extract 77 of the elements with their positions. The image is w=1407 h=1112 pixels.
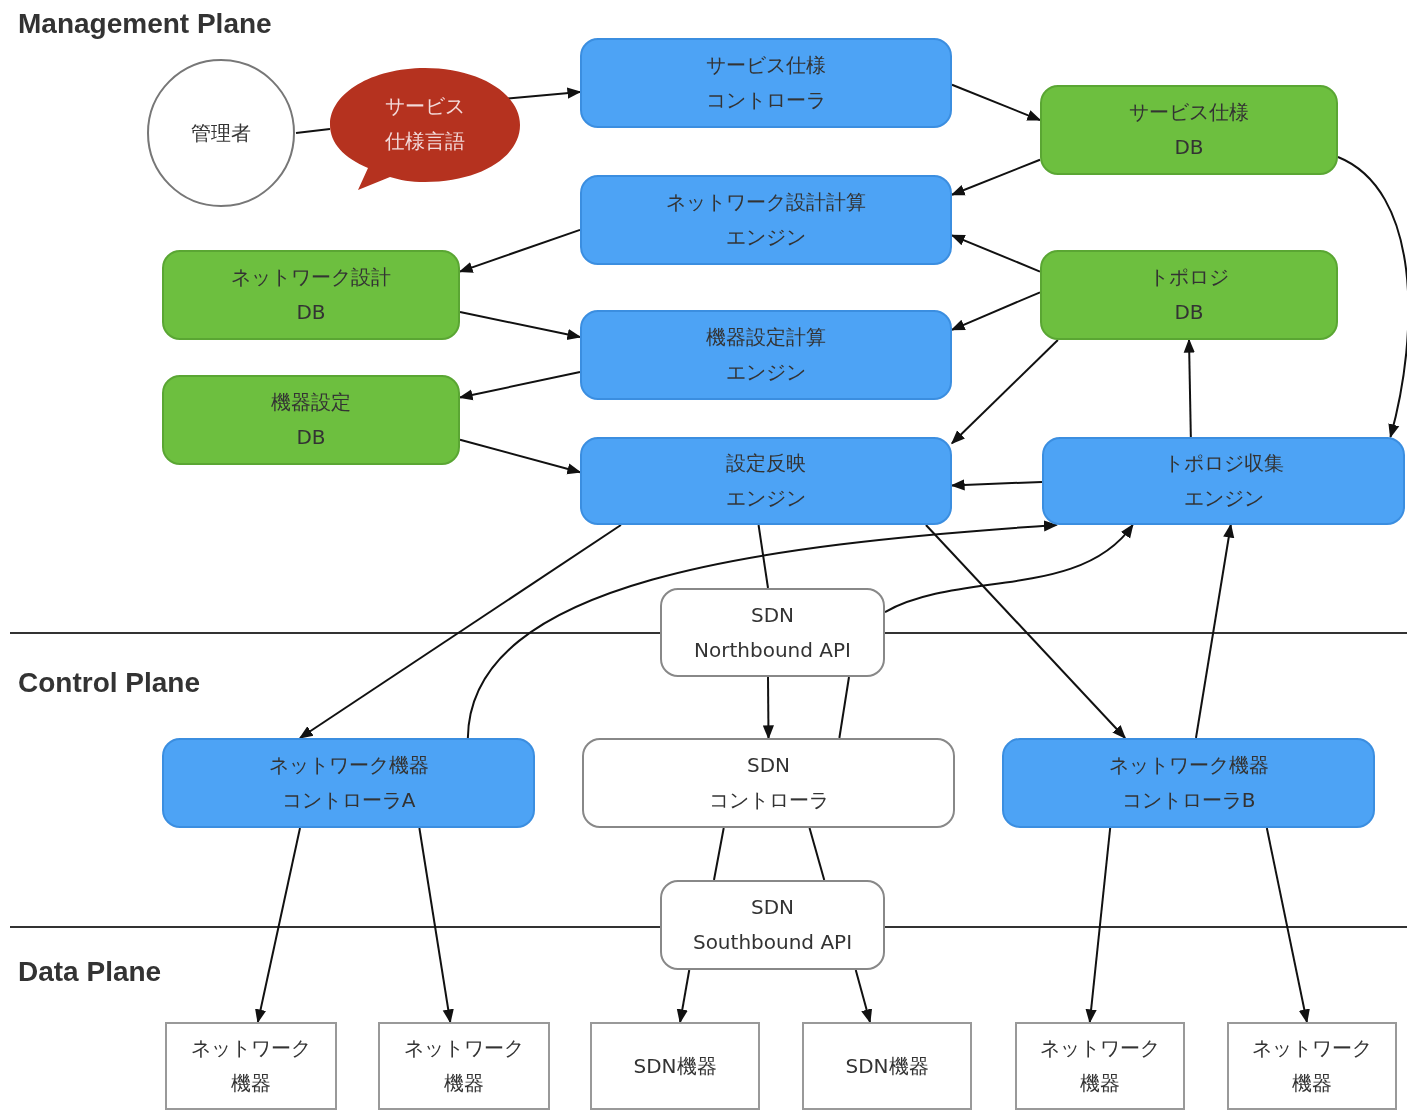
node-label: 機器設定計算エンジン [705,324,827,386]
node-label: ネットワーク機器 [190,1035,312,1097]
node-label: ネットワーク設計 DB [230,264,392,326]
device-box [378,1022,550,1110]
node-label: 管理者 [190,119,252,147]
node-label: サービス仕様 DB [1128,99,1250,161]
arrow [884,523,1134,614]
arrow [459,438,582,475]
arrow [459,311,582,340]
node-label: サービス仕様言語 [384,93,466,155]
node-label: SDN Northbound API [693,601,852,664]
arrow [255,827,301,1024]
process-box [580,310,952,400]
node-label: ネットワーク設計計算エンジン [665,189,867,251]
node-label: 設定反映エンジン [725,450,807,512]
database-box [1040,250,1338,340]
arrow [506,87,582,100]
node-label: SDN Southbound API [691,894,854,956]
node-label: ネットワーク機器コントローラA [267,752,430,814]
device-box [1015,1022,1185,1110]
connector-line [838,676,850,739]
process-box [580,38,952,128]
device-box [1227,1022,1397,1110]
process-box [580,437,952,525]
database-box [1040,85,1338,175]
process-box [162,738,535,828]
plane-label: Data Plane [18,956,162,988]
arrow [950,479,1043,491]
connector-line [713,827,725,881]
arrow [951,83,1042,122]
node-label: ネットワーク機器 [1039,1035,1161,1097]
node-label: SDN機器 [844,1052,930,1080]
arrow [924,524,1127,739]
database-box [162,375,460,465]
node-label: サービス仕様コントローラ [705,52,827,114]
arrow [466,520,1058,739]
device-box [165,1022,337,1110]
api-box [660,588,885,677]
arrow [1183,338,1195,438]
connector-line [295,128,331,134]
arrow [418,827,454,1024]
node-label: トポロジ収集エンジン [1162,450,1285,512]
node-label: ネットワーク機器 [1251,1035,1373,1097]
speech-bubble [330,68,520,190]
arrow [854,969,873,1024]
connector-line [808,827,826,881]
arrow [458,371,581,401]
process-box [1002,738,1375,828]
connector-line [757,524,769,589]
api-box [582,738,955,828]
actor-circle [146,58,296,208]
arrow [458,228,581,273]
arrow [951,339,1059,445]
arrow [950,158,1041,196]
node-label: ネットワーク機器 [403,1035,525,1097]
plane-label: Management Plane [18,8,272,40]
node-label: 機器設定 DB [270,389,352,451]
plane-label: Control Plane [18,667,200,699]
arrow [762,676,774,740]
arrow [1337,156,1407,439]
database-box [162,250,460,340]
device-box [590,1022,760,1110]
process-box [580,175,952,265]
node-label: トポロジ DB [1148,264,1230,326]
arrow [1194,523,1235,739]
node-label: SDN機器 [632,1052,718,1080]
node-label: ネットワーク機器コントローラB [1107,752,1270,814]
process-box [1042,437,1405,525]
node-label: SDN コントローラ [707,752,830,814]
arrow [950,234,1041,273]
arrow [1085,827,1112,1024]
arrow [676,969,691,1024]
device-box [802,1022,972,1110]
arrow [950,291,1041,331]
arrow [1265,827,1310,1024]
arrow [298,524,622,739]
api-box [660,880,885,970]
